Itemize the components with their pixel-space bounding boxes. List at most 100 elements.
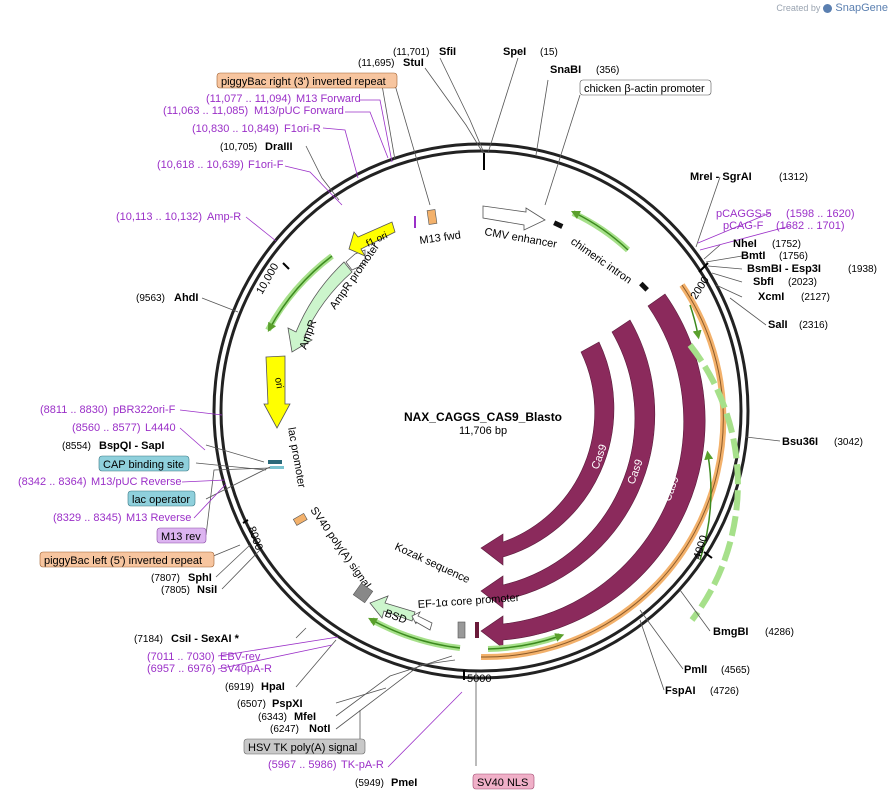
enzyme-sali: SalI: [768, 319, 788, 331]
range-m13-forward: (11,077 .. 11,094): [206, 93, 291, 105]
pos-nhei: (1752): [772, 239, 801, 250]
label-cap-binding-site: CAP binding site: [103, 459, 184, 471]
pos-ahdi: (9563): [136, 293, 165, 304]
pos-csii-sexai: (7184): [134, 634, 163, 645]
ef1a-box: [457, 621, 466, 639]
cas9-arc-2: [480, 319, 656, 609]
lac-promoter-label: lac promoter: [285, 426, 307, 489]
ori-feature: ori: [263, 355, 291, 429]
watermark-prefix: Created by: [776, 3, 821, 13]
sv40-small-box: [292, 512, 308, 526]
primer-pcag-f: pCAG-F: [723, 220, 764, 232]
range-sv40pa-r: (6957 .. 6976): [147, 663, 216, 675]
pos-mfei: (6343): [258, 712, 287, 723]
enzyme-bsmbi-esp3i: BsmBI - Esp3I: [747, 263, 821, 275]
enzyme-mfei: MfeI: [294, 711, 316, 723]
kozak-label: Kozak sequence: [393, 541, 472, 586]
enzyme-xcmi: XcmI: [758, 291, 784, 303]
range-pbr322ori-f: (8811 .. 8830): [40, 404, 108, 416]
enzyme-nhei: NheI: [733, 238, 757, 250]
primer-tk-pa-r: TK-pA-R: [341, 759, 384, 771]
cas9-arc-3: [480, 293, 706, 649]
intron-end-mark: [639, 281, 649, 292]
sv40-polya-box: [352, 582, 374, 604]
primer-lines: [179, 99, 791, 768]
primer-ebv-rev: EBV-rev: [220, 651, 261, 663]
enzyme-snabi: SnaBI: [550, 64, 581, 76]
pos-bsu36i: (3042): [834, 437, 863, 448]
bsd-feature: BSD: [369, 595, 433, 631]
enzyme-stui: StuI: [403, 57, 424, 69]
pos-noti: (6247): [270, 724, 299, 735]
primer-m13-forward: M13 Forward: [296, 93, 361, 105]
primer-m13-reverse: M13 Reverse: [126, 512, 191, 524]
enzyme-ahdi: AhdI: [174, 292, 198, 304]
enzyme-hpai: HpaI: [261, 681, 285, 693]
label-sv40-nls: SV40 NLS: [477, 777, 528, 789]
pos-sphi: (7807): [151, 573, 180, 584]
pos-spei: (15): [540, 47, 558, 58]
cmv-enhancer-feature: CMV enhancer: [482, 205, 558, 251]
label-lac-operator: lac operator: [132, 494, 190, 506]
range-f1ori-r: (10,830 .. 10,849): [192, 123, 279, 135]
enzyme-mrei-sgrai: MreI - SgrAI: [690, 171, 752, 183]
range-pcaggs-5: (1598 .. 1620): [786, 208, 855, 220]
primer-m13-puc-forward: M13/pUC Forward: [254, 105, 344, 117]
ampr-feature: AmpR promoter AmpR: [287, 241, 382, 353]
plasmid-name: NAX_CAGGS_CAS9_Blasto: [404, 410, 562, 424]
label-hsv-tk-polya: HSV TK poly(A) signal: [248, 742, 357, 754]
primer-pbr322ori-f: pBR322ori-F: [113, 404, 176, 416]
pos-snabi: (356): [596, 65, 619, 76]
label-m13-rev: M13 rev: [161, 531, 201, 543]
enzyme-sphi: SphI: [188, 572, 212, 584]
m13-fwd-box: [426, 209, 438, 225]
enzyme-spei: SpeI: [503, 46, 526, 58]
m13-fwd-label: M13 fwd: [419, 229, 462, 247]
pos-bsmbi-esp3i: (1938): [848, 264, 877, 275]
range-l4440: (8560 .. 8577): [72, 422, 141, 434]
enzyme-bspqi-sapi: BspQI - SapI: [99, 440, 164, 452]
enzyme-draiii: DraIII: [265, 141, 293, 153]
pos-xcmi: (2127): [801, 292, 830, 303]
range-pcag-f: (1682 .. 1701): [776, 220, 845, 232]
tick-8000: 8000: [245, 525, 265, 552]
lac-operator-mark: [270, 466, 284, 469]
chimeric-intron-mark: [553, 220, 564, 229]
enzyme-bmgbi: BmgBI: [713, 626, 748, 638]
pos-pmli: (4565): [721, 665, 750, 676]
pos-pspxi: (6507): [237, 699, 266, 710]
pos-sali: (2316): [799, 320, 828, 331]
range-amp-r: (10,113 .. 10,132): [116, 211, 202, 223]
range-m13-reverse: (8329 .. 8345): [53, 512, 122, 524]
enzyme-noti: NotI: [309, 723, 330, 735]
m13-fwd-primer-mark: [414, 216, 416, 228]
tick-5000: 5000: [467, 673, 491, 685]
primer-l4440: L4440: [145, 422, 176, 434]
range-tk-pa-r: (5967 .. 5986): [268, 759, 337, 771]
enzyme-csii-sexai: CsiI - SexAI *: [171, 633, 240, 645]
kozak-mark: [475, 622, 479, 638]
pos-nsii: (7805): [161, 585, 190, 596]
pos-bmti: (1756): [779, 251, 808, 262]
pos-sfii: (11,701): [393, 47, 430, 58]
primer-f1ori-f: F1ori-F: [248, 159, 284, 171]
boxed-labels: piggyBac right (3') inverted repeat chic…: [39, 72, 712, 790]
primer-amp-r: Amp-R: [207, 211, 241, 223]
pos-hpai: (6919): [225, 682, 254, 693]
enzyme-sfii: SfiI: [439, 46, 456, 58]
primer-labels: (11,077 .. 11,094) M13 Forward (11,063 .…: [18, 93, 855, 771]
pos-stui: (11,695): [358, 58, 395, 69]
primer-sv40pa-r: SV40pA-R: [220, 663, 272, 675]
ef1a-label: EF-1α core promoter: [417, 592, 520, 611]
cas9-arc-1: [480, 341, 615, 566]
snapgene-logo-icon: [823, 3, 833, 13]
ori-label: ori: [272, 377, 285, 390]
primer-f1ori-r: F1ori-R: [284, 123, 321, 135]
plasmid-length: 11,706 bp: [459, 425, 507, 437]
enzyme-pspxi: PspXI: [272, 698, 303, 710]
enzyme-pmei: PmeI: [391, 777, 417, 789]
pos-fspai: (4726): [710, 686, 739, 697]
enzyme-pmli: PmlI: [684, 664, 707, 676]
enzyme-labels: (11,701) SfiI (11,695) StuI SpeI (15) Sn…: [62, 46, 877, 789]
pos-mrei-sgrai: (1312): [779, 172, 808, 183]
